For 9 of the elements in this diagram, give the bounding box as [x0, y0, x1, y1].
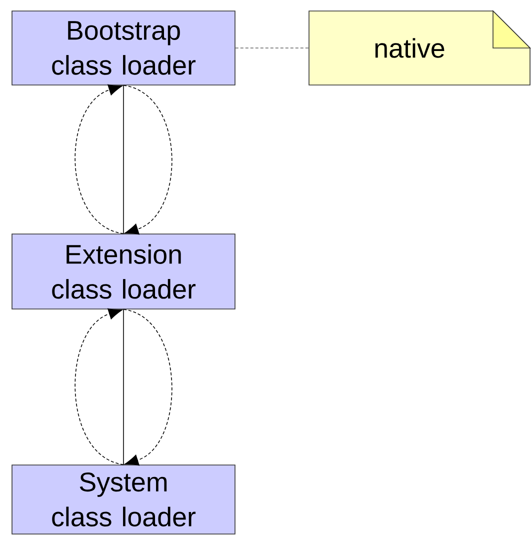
- connector-line: [123, 309, 124, 465]
- class-loader-box: System class loader: [12, 464, 236, 534]
- connector-line: [123, 85, 124, 234]
- dashed-arrow: [123, 309, 172, 466]
- class-loader-box: Bootstrap class loader: [12, 10, 236, 86]
- dashed-arrow: [74, 84, 124, 234]
- class-loader-box: Extension class loader: [12, 234, 236, 310]
- dashed-arrow: [123, 85, 172, 235]
- dashed-arrow: [74, 308, 124, 465]
